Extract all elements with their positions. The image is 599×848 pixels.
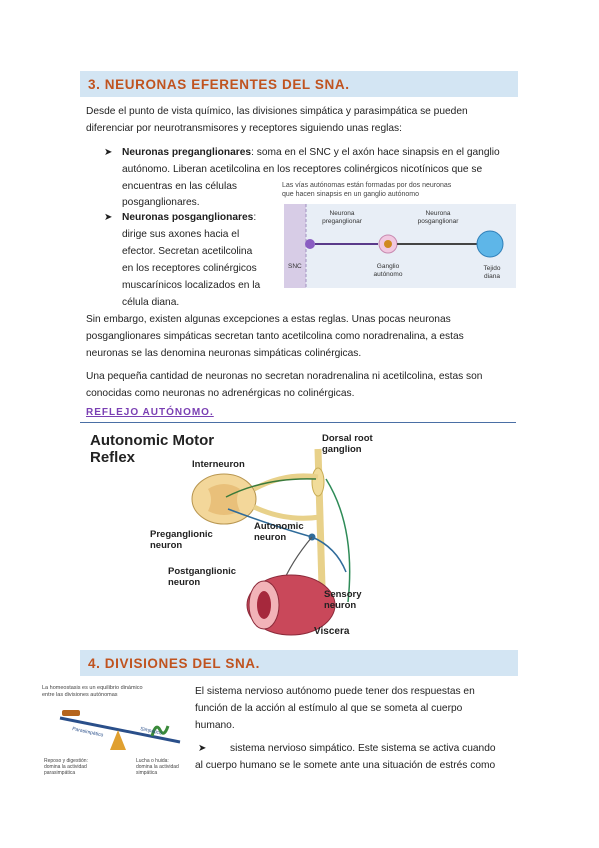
label-ganglio-2: autónomo bbox=[374, 271, 403, 278]
bullet-arrow-icon: ➤ bbox=[104, 212, 113, 223]
section4-line-3: humano. bbox=[195, 720, 235, 731]
autonomic-pathway-figure: Las vías autónomas están formadas por do… bbox=[282, 182, 516, 288]
exceptions-line-1: Sin embargo, existen algunas excepciones… bbox=[86, 314, 451, 325]
dorsal-root-ganglion-icon bbox=[311, 467, 325, 497]
label-interneuron: Interneuron bbox=[192, 459, 245, 470]
reflex-title-1: Autonomic Motor bbox=[90, 432, 214, 449]
bullet-posganglionares: ➤ Neuronas posganglionares: bbox=[104, 209, 272, 226]
bullet2-line2: dirige sus axones hacia el bbox=[122, 229, 240, 240]
label-ganglio-1: Ganglio bbox=[377, 263, 400, 270]
section4-line-5: al cuerpo humano se le somete ante una s… bbox=[195, 760, 496, 771]
preganglionic-soma-icon bbox=[305, 239, 315, 249]
balance-fulcrum-icon bbox=[110, 730, 126, 750]
balance-beam bbox=[59, 716, 181, 744]
label-tejido-1: Tejido bbox=[484, 265, 501, 272]
nanc-line-2: conocidas como neuronas no adrenérgicas … bbox=[86, 388, 355, 399]
section-4-title: 4. DIVISIONES DEL SNA. bbox=[88, 655, 260, 671]
label-preganglionic-2: neuron bbox=[150, 540, 182, 551]
section-4-header: 4. DIVISIONES DEL SNA. bbox=[80, 650, 518, 676]
section-3-header: 3. NEURONAS EFERENTES DEL SNA. bbox=[80, 71, 518, 97]
balance-caption-2: entre las divisiones autónomas bbox=[42, 692, 118, 698]
exceptions-line-3: neuronas se las denomina neuronas simpát… bbox=[86, 348, 362, 359]
figure-caption-line1: Las vías autónomas están formadas por do… bbox=[282, 182, 452, 189]
running-figure-icon bbox=[150, 725, 170, 737]
bullet2-line3: efector. Secretan acetilcolina bbox=[122, 246, 253, 257]
label-sensory-2: neuron bbox=[324, 600, 356, 611]
section4-line-1: El sistema nervioso autónomo puede tener… bbox=[195, 686, 475, 697]
label-autonomic-1: Autonomic bbox=[254, 521, 304, 532]
section-3-title: 3. NEURONAS EFERENTES DEL SNA. bbox=[88, 76, 350, 92]
bullet-arrow-icon: ➤ bbox=[198, 743, 207, 754]
balance-right-2: domina la actividad bbox=[136, 764, 179, 770]
balance-caption-1: La homeostasis es un equilibrio dinámico bbox=[42, 685, 143, 691]
label-simpatico: Simpático bbox=[140, 726, 163, 736]
label-snc: SNC bbox=[288, 263, 302, 270]
bullet1-line2: autónomo. Liberan acetilcolina en los re… bbox=[122, 164, 483, 175]
bullet1-line3: encuentras en las células bbox=[122, 181, 237, 192]
balance-left-3: parasimpática bbox=[44, 770, 75, 776]
label-preganglionic-1: Preganglionic bbox=[150, 529, 213, 540]
label-viscera: Viscera bbox=[314, 626, 350, 637]
label-tejido-2: diana bbox=[484, 273, 500, 280]
section4-line-4: sistema nervioso simpático. Este sistema… bbox=[230, 743, 496, 754]
balance-right-3: simpática bbox=[136, 770, 157, 776]
exceptions-line-2: posganglionares simpáticas secretan tant… bbox=[86, 331, 464, 342]
balance-left-2: domina la actividad bbox=[44, 764, 87, 770]
bullet2-line4: en los receptores colinérgicos bbox=[122, 263, 257, 274]
snc-region bbox=[284, 204, 306, 288]
reflex-subheading: REFLEJO AUTÓNOMO. bbox=[86, 407, 214, 418]
bullet-preganglionares: ➤ Neuronas preganglionares: soma en el S… bbox=[104, 144, 522, 161]
bullet-arrow-icon: ➤ bbox=[104, 147, 113, 158]
figure-caption-line2: que hacen sinapsis en un ganglio autónom… bbox=[282, 191, 419, 198]
divider-line bbox=[80, 422, 516, 423]
balance-left-1: Reposo y digestión: bbox=[44, 758, 88, 764]
autonomic-reflex-figure: Autonomic Motor Reflex Dorsal root gangl… bbox=[90, 432, 374, 637]
target-tissue-icon bbox=[476, 230, 504, 258]
label-neurona-pre-1: Neurona bbox=[330, 210, 355, 217]
bullet2-line6: célula diana. bbox=[122, 297, 180, 308]
bullet2-line1: : bbox=[253, 212, 257, 223]
label-postganglionic-1: Postganglionic bbox=[168, 566, 236, 577]
intro-line-1: Desde el punto de vista químico, las div… bbox=[86, 106, 468, 117]
label-neurona-pre-2: preganglionar bbox=[322, 218, 363, 225]
term-preganglionares: Neuronas preganglionares bbox=[122, 147, 252, 158]
resting-figure-icon bbox=[62, 710, 80, 716]
nanc-line-1: Una pequeña cantidad de neuronas no secr… bbox=[86, 371, 483, 382]
section4-line-2: función de la acción al estímulo al que … bbox=[195, 703, 463, 714]
label-dorsal-root-1: Dorsal root bbox=[322, 433, 374, 444]
interneuron-path bbox=[225, 478, 317, 498]
bullet1-line4: posganglionares. bbox=[122, 197, 200, 208]
label-sensory-1: Sensory bbox=[324, 589, 362, 600]
label-neurona-post-1: Neurona bbox=[426, 210, 451, 217]
term-posganglionares: Neuronas posganglionares bbox=[122, 212, 254, 223]
bullet1-line1: : soma en el SNC y el axón hace sinapsis… bbox=[251, 147, 500, 158]
label-dorsal-root-2: ganglion bbox=[322, 444, 362, 455]
label-autonomic-2: neuron bbox=[254, 532, 286, 543]
reflex-title-2: Reflex bbox=[90, 449, 136, 466]
balance-right-1: Lucha o huida: bbox=[136, 758, 169, 764]
intro-line-2: diferenciar por neurotransmisores y rece… bbox=[86, 123, 402, 134]
sensory-path bbox=[325, 478, 351, 603]
label-parasimpatico: Parasimpático bbox=[72, 726, 104, 739]
label-neurona-post-2: posganglionar bbox=[418, 218, 460, 225]
bullet2-line5: muscarínicos localizados en la bbox=[122, 280, 261, 291]
label-postganglionic-2: neuron bbox=[168, 577, 200, 588]
homeostasis-balance-figure: La homeostasis es un equilibrio dinámico… bbox=[42, 685, 181, 776]
